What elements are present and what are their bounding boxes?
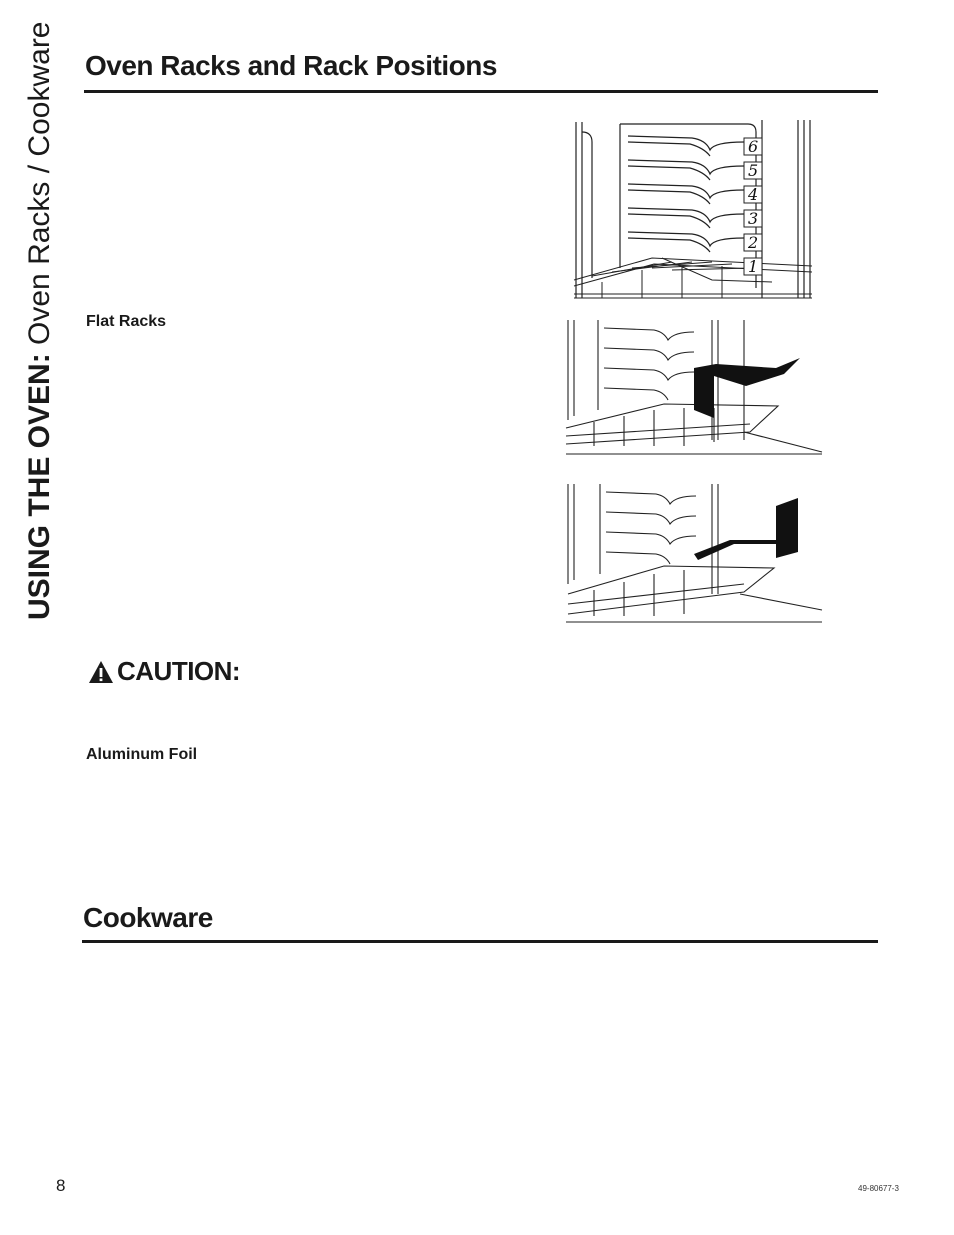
side-title: USING THE OVEN: Oven Racks / Cookware: [22, 22, 58, 621]
rack-position-label: 5: [748, 161, 758, 180]
rack-positions-figure: 6 5 4 3 2 1: [573, 120, 813, 299]
flat-racks-subhead: Flat Racks: [86, 313, 167, 330]
rack-position-label: 1: [748, 257, 758, 276]
racks-section-title: Oven Racks and Rack Positions: [85, 50, 497, 81]
racks-section-rule: [84, 90, 878, 93]
rack-position-label: 6: [748, 137, 758, 156]
cookware-section-title: Cookware: [83, 902, 213, 933]
cookware-section-rule: [82, 940, 878, 943]
rack-position-label: 2: [747, 233, 758, 252]
aluminum-foil-subhead: Aluminum Foil: [86, 746, 198, 763]
rack-position-label: 3: [748, 209, 758, 228]
page-number: 8: [56, 1176, 66, 1195]
warning-triangle-icon: [89, 660, 113, 683]
caution-heading: CAUTION:: [88, 656, 241, 687]
rack-replacement-figure: [566, 484, 823, 623]
side-title-light: Oven Racks / Cookware: [23, 21, 56, 354]
side-title-bold: USING THE OVEN:: [23, 353, 56, 620]
document-number: 49-80677-3: [858, 1184, 899, 1193]
rack-removal-figure: [565, 320, 823, 455]
rack-position-label: 4: [747, 185, 758, 204]
caution-label: CAUTION:: [117, 656, 241, 686]
